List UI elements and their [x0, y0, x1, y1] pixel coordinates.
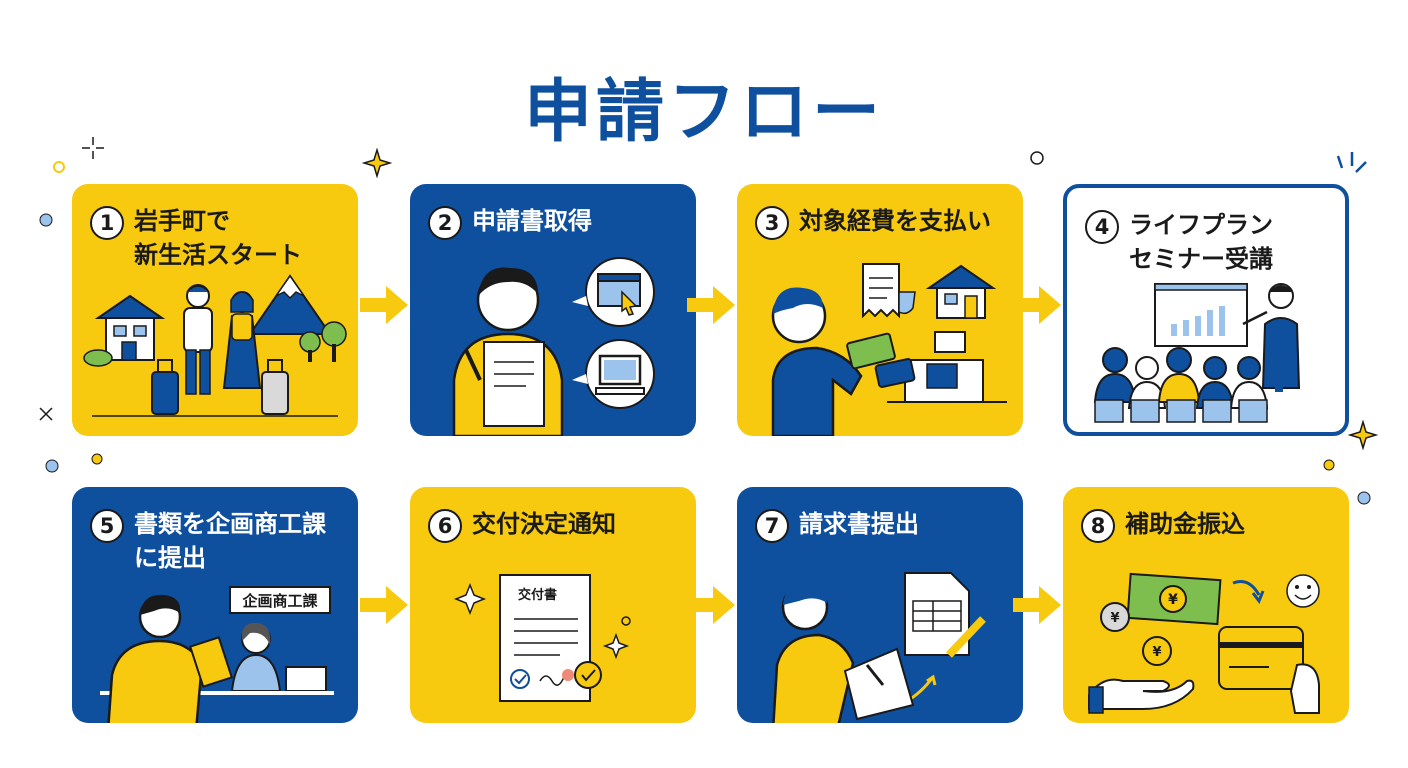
dot-decoration — [91, 453, 103, 465]
submit-documents-illustration: 企画商工課 — [100, 586, 334, 723]
flow-arrow-7-8 — [1013, 586, 1061, 624]
dot-decoration — [1030, 151, 1044, 165]
dot-decoration — [1357, 491, 1371, 505]
step-number: 6 — [428, 509, 462, 543]
grant-decision-notice-illustration: 交付書 — [453, 574, 631, 702]
flow-arrow-1-2 — [360, 286, 408, 324]
step-number: 5 — [90, 509, 124, 543]
counter-sign-text: 企画商工課 — [241, 592, 318, 610]
step-number: 3 — [755, 206, 789, 240]
new-life-family-illustration — [83, 274, 347, 417]
page-title: 申請フロー — [523, 73, 884, 152]
step-label: 岩手町で 新生活スタート — [134, 207, 302, 269]
subsidy-transfer-illustration: ¥ ¥ ¥ — [1088, 572, 1320, 714]
step-card-2: 2 申請書取得 — [410, 184, 696, 436]
sparkle-decoration — [1336, 152, 1367, 173]
step-card-8: 8 補助金振込 ¥ ¥ ¥ — [1063, 487, 1349, 723]
sparkle-decoration — [39, 407, 53, 421]
step-card-1: 1 岩手町で 新生活スタート — [72, 184, 358, 436]
dot-decoration — [1323, 459, 1335, 471]
step-label: ライフプラン セミナー受講 — [1129, 211, 1273, 273]
step-card-6: 6 交付決定通知 交付書 — [410, 487, 696, 723]
flow-arrow-2-3 — [687, 286, 735, 324]
seminar-illustration — [1093, 283, 1301, 423]
step-card-4: 4 ライフプラン セミナー受講 — [1063, 184, 1349, 436]
flow-arrow-3-4 — [1013, 286, 1061, 324]
document-title-text: 交付書 — [518, 587, 557, 603]
currency-symbol: ¥ — [1152, 645, 1161, 660]
sparkle-decoration — [82, 137, 104, 159]
submit-invoice-illustration — [772, 572, 986, 723]
step-card-5: 5 書類を企画商工課 に提出 企画商工課 — [72, 487, 358, 723]
step-label: 補助金振込 — [1125, 510, 1245, 538]
step-number: 7 — [755, 509, 789, 543]
step-number: 4 — [1085, 210, 1119, 244]
get-application-illustration — [452, 257, 655, 436]
step-label: 書類を企画商工課 に提出 — [134, 510, 326, 572]
step-number: 1 — [90, 206, 124, 240]
step-label: 請求書提出 — [799, 510, 919, 538]
flow-arrow-5-6 — [360, 586, 408, 624]
currency-symbol: ¥ — [1168, 592, 1178, 608]
pay-expenses-illustration — [771, 263, 1007, 436]
dot-decoration — [39, 213, 53, 227]
step-label: 対象経費を支払い — [799, 207, 991, 235]
step-number: 2 — [428, 206, 462, 240]
dot-decoration — [45, 459, 59, 473]
step-card-7: 7 請求書提出 — [737, 487, 1023, 723]
flow-arrow-6-7 — [687, 586, 735, 624]
currency-symbol: ¥ — [1110, 611, 1119, 626]
dot-decoration — [53, 161, 65, 173]
star-decoration — [362, 148, 392, 178]
step-number: 8 — [1081, 509, 1115, 543]
step-card-3: 3 対象経費を支払い — [737, 184, 1023, 436]
step-label: 申請書取得 — [472, 207, 592, 235]
step-label: 交付決定通知 — [472, 510, 616, 538]
star-decoration — [1348, 420, 1378, 450]
